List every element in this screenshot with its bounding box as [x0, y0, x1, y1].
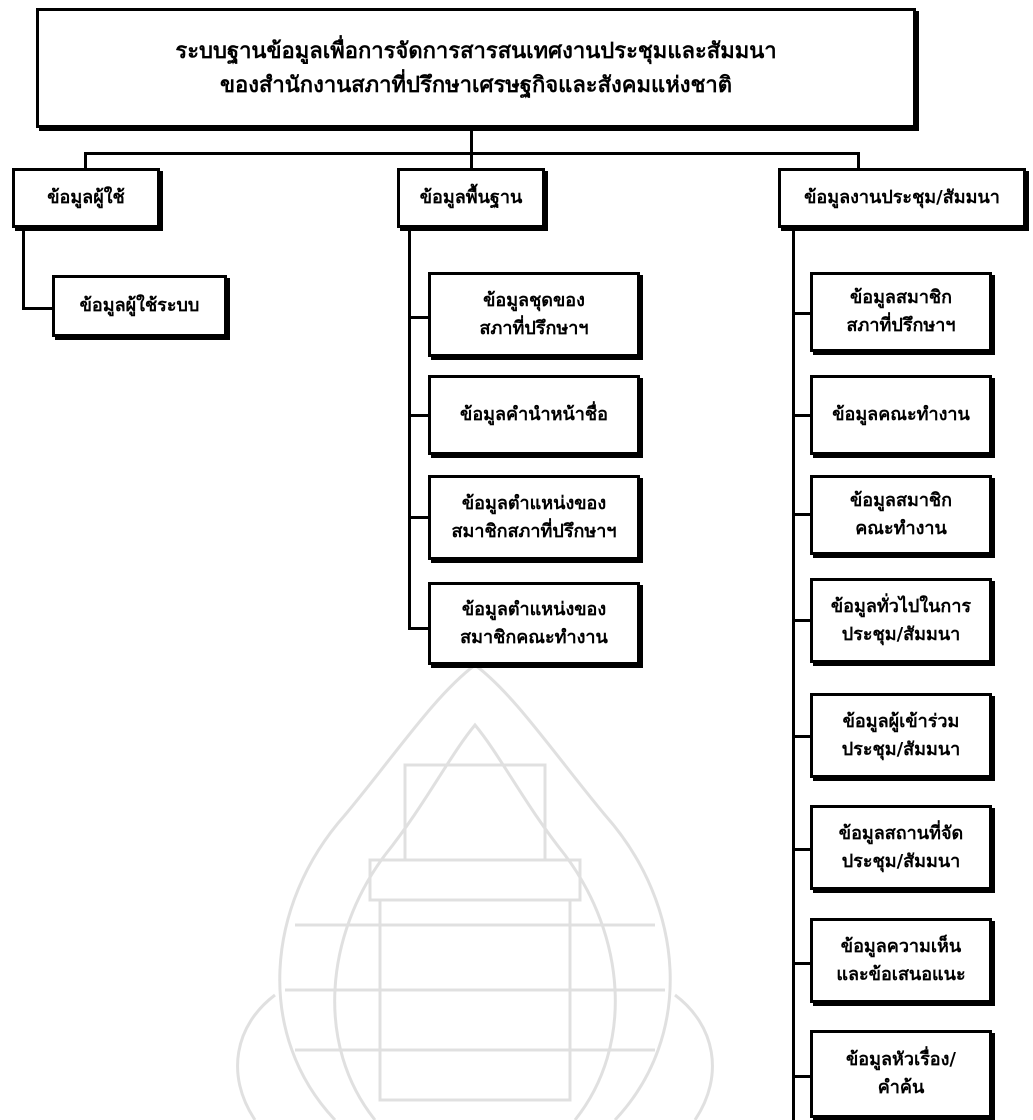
meeting-child-7-line-1: ข้อมูลความเห็น — [840, 935, 962, 957]
base-child-4-line-1: ข้อมูลตำแหน่งของ — [461, 598, 607, 620]
root-down-connector — [470, 128, 473, 155]
meeting-child-2-line-1: ข้อมูลคณะทำงาน — [832, 404, 970, 426]
user-system-data-box: ข้อมูลผู้ใช้ระบบ — [52, 275, 227, 337]
base-child-2-connector — [408, 414, 430, 417]
base-child-2-line-1: ข้อมูลคำนำหน้าชื่อ — [460, 404, 608, 426]
meeting-child-4-line-2: ประชุม/สัมมนา — [841, 623, 961, 645]
seal-watermark-icon — [236, 663, 714, 1120]
working-group-member-position-data-box: ข้อมูลตำแหน่งของ สมาชิกคณะทำงาน — [428, 582, 640, 665]
branch-users-label: ข้อมูลผู้ใช้ — [47, 187, 125, 209]
meeting-child-6-connector — [792, 848, 812, 851]
name-prefix-data-box: ข้อมูลคำนำหน้าชื่อ — [428, 375, 640, 455]
base-child-3-line-2: สมาชิกสภาที่ปรึกษาฯ — [451, 520, 617, 542]
meeting-child-8-line-1: ข้อมูลหัวเรื่อง/ — [846, 1049, 956, 1071]
council-member-data-box: ข้อมูลสมาชิก สภาที่ปรึกษาฯ — [810, 272, 992, 352]
meeting-drop-line — [857, 152, 860, 172]
branch-meeting-label: ข้อมูลงานประชุม/สัมมนา — [804, 187, 1000, 209]
root-system-box: ระบบฐานข้อมูลเพื่อการจัดการสารสนเทศงานปร… — [36, 8, 916, 128]
council-member-position-data-box: ข้อมูลตำแหน่งของ สมาชิกสภาที่ปรึกษาฯ — [428, 475, 640, 560]
working-group-data-box: ข้อมูลคณะทำงาน — [810, 375, 992, 455]
meeting-child-1-line-2: สภาที่ปรึกษาฯ — [846, 315, 956, 336]
working-group-member-data-box: ข้อมูลสมาชิก คณะทำงาน — [810, 475, 992, 555]
meeting-child-2-connector — [792, 414, 812, 417]
meeting-child-5-line-2: ประชุม/สัมมนา — [841, 738, 961, 760]
meeting-child-4-line-1: ข้อมูลทั่วไปในการ — [830, 595, 972, 617]
meeting-general-data-box: ข้อมูลทั่วไปในการ ประชุม/สัมมนา — [810, 578, 992, 663]
root-title-line-2: ของสำนักงานสภาที่ปรึกษาเศรษฐกิจและสังคมแ… — [219, 72, 733, 98]
branch-meeting-box: ข้อมูลงานประชุม/สัมมนา — [778, 168, 1026, 228]
base-child-4-connector — [408, 627, 430, 630]
meeting-child-3-line-1: ข้อมูลสมาชิก — [849, 490, 953, 512]
topic-keyword-data-box: ข้อมูลหัวเรื่อง/ คำค้น — [810, 1030, 992, 1118]
meeting-child-1-connector — [792, 312, 812, 315]
meeting-child-7-connector — [792, 962, 812, 965]
meeting-participant-data-box: ข้อมูลผู้เข้าร่วม ประชุม/สัมมนา — [810, 693, 992, 778]
meeting-child-4-connector — [792, 619, 812, 622]
meeting-child-5-connector — [792, 735, 812, 738]
base-child-3-connector — [408, 516, 430, 519]
meeting-child-8-connector — [792, 1075, 812, 1078]
council-set-data-box: ข้อมูลชุดของ สภาที่ปรึกษาฯ — [428, 272, 640, 357]
meeting-venue-data-box: ข้อมูลสถานที่จัด ประชุม/สัมมนา — [810, 805, 992, 890]
meeting-child-1-line-1: ข้อมูลสมาชิก — [849, 287, 953, 309]
opinion-suggestion-data-box: ข้อมูลความเห็น และข้อเสนอแนะ — [810, 918, 992, 1003]
base-child-1-line-1: ข้อมูลชุดของ — [483, 289, 585, 311]
base-child-1-connector — [408, 316, 430, 319]
branch-base-box: ข้อมูลพื้นฐาน — [397, 168, 545, 228]
users-child-1-line-1: ข้อมูลผู้ใช้ระบบ — [79, 295, 200, 317]
base-child-4-line-2: สมาชิกคณะทำงาน — [460, 626, 608, 648]
branch-users-box: ข้อมูลผู้ใช้ — [12, 168, 160, 228]
base-drop-line — [470, 152, 473, 172]
base-child-1-line-2: สภาที่ปรึกษาฯ — [479, 317, 589, 339]
meeting-child-6-line-2: ประชุม/สัมมนา — [841, 850, 961, 872]
meeting-child-8-line-2: คำค้น — [877, 1077, 925, 1098]
meeting-trunk-line — [792, 228, 795, 1120]
base-trunk-line — [408, 228, 411, 630]
users-drop-line — [84, 152, 87, 172]
meeting-child-5-line-1: ข้อมูลผู้เข้าร่วม — [842, 710, 960, 732]
meeting-child-3-connector — [792, 513, 812, 516]
base-child-3-line-1: ข้อมูลตำแหน่งของ — [461, 492, 607, 514]
users-trunk-line — [22, 228, 25, 310]
users-child-1-connector — [22, 307, 54, 310]
meeting-child-6-line-1: ข้อมูลสถานที่จัด — [838, 822, 964, 844]
branch-base-label: ข้อมูลพื้นฐาน — [419, 187, 523, 209]
root-title-line-1: ระบบฐานข้อมูลเพื่อการจัดการสารสนเทศงานปร… — [175, 37, 777, 64]
meeting-child-7-line-2: และข้อเสนอแนะ — [836, 963, 966, 985]
meeting-child-3-line-2: คณะทำงาน — [855, 518, 947, 539]
